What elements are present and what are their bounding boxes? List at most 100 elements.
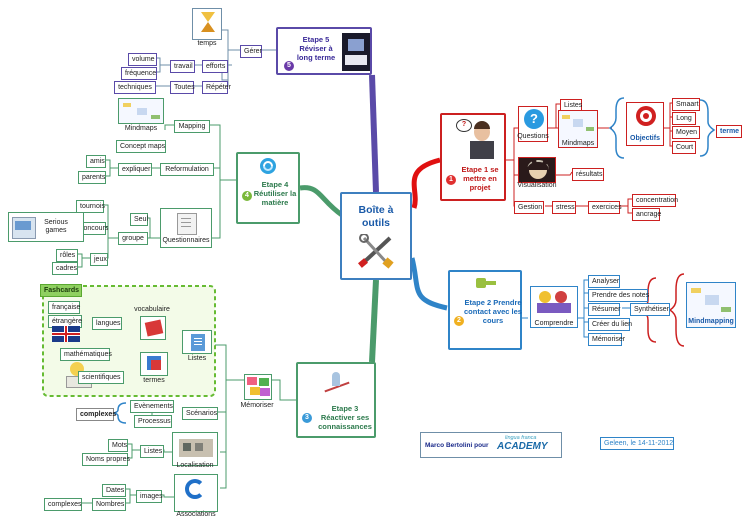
resultats-node[interactable]: résultats <box>572 168 604 181</box>
footer-credit: Marco Bertolini pour lingua franca ACADE… <box>420 432 562 458</box>
scientifiques-node[interactable]: scientifiques <box>78 371 124 384</box>
smaart-node[interactable]: Smaart <box>672 98 700 111</box>
court-node[interactable]: Court <box>672 141 696 154</box>
mathematiques-node[interactable]: mathématiques <box>60 348 112 361</box>
groupe-node[interactable]: groupe <box>118 232 148 245</box>
jeux-node[interactable]: jeux <box>90 253 108 266</box>
prendre-notes-node[interactable]: Prendre des notes <box>588 289 649 302</box>
dates-node[interactable]: Dates <box>102 484 126 497</box>
francaise-node[interactable]: française <box>48 301 80 314</box>
ancrage-node[interactable]: ancrage <box>632 208 661 221</box>
localisation-icon <box>172 432 218 466</box>
listes2-node[interactable]: Listes <box>140 445 164 458</box>
expliquer-node[interactable]: expliquer <box>118 163 152 176</box>
listes-label: Listes <box>187 355 207 362</box>
etape4-number-icon: 4 <box>242 191 252 201</box>
growth-chart-icon <box>322 368 352 396</box>
langues-node[interactable]: langues <box>92 317 122 330</box>
visualisation-icon <box>518 157 556 183</box>
visualisation-label: Visualisation <box>517 182 557 189</box>
logo-bottom-text: ACADEMY <box>497 441 548 452</box>
mindmaps-label-e1: Mindmaps <box>561 140 595 147</box>
parents-node[interactable]: parents <box>78 171 106 184</box>
terme-node[interactable]: terme <box>716 125 742 138</box>
mots-node[interactable]: Mots <box>108 439 128 452</box>
seul-node[interactable]: Seul <box>130 213 148 226</box>
etape5-number-icon: 5 <box>284 61 294 71</box>
analyser-node[interactable]: Analyser <box>588 275 620 288</box>
uk-flag-icon <box>52 326 80 342</box>
nombres-node[interactable]: Nombres <box>92 498 126 511</box>
scenarios-node[interactable]: Scénarios <box>182 407 218 420</box>
etape3-topic[interactable]: Etape 3 Réactiver ses connaissances 3 <box>296 362 376 438</box>
roles-node[interactable]: rôles <box>56 249 78 262</box>
tournois-node[interactable]: tournois <box>76 200 105 213</box>
evenements-node[interactable]: Evènements <box>130 400 174 413</box>
gestion-node[interactable]: Gestion <box>514 201 544 214</box>
serious-games-label: Serious games <box>44 219 68 234</box>
etape2-number-icon: 2 <box>454 316 464 326</box>
etape4-number: 4 <box>245 192 249 199</box>
repeter-node[interactable]: Répéter <box>202 81 231 94</box>
central-topic[interactable]: Boîte à outils <box>340 192 412 280</box>
student-writing-icon <box>342 33 370 71</box>
objectifs-label: Objectifs <box>630 135 660 142</box>
associations-label: Associations <box>176 511 216 518</box>
efforts-node[interactable]: efforts <box>202 60 228 73</box>
concept-maps-node[interactable]: Concept maps <box>116 140 166 153</box>
temps-label: temps <box>197 40 217 47</box>
exercices-node[interactable]: exercices <box>588 201 622 214</box>
logo-top-text: lingua franca <box>505 435 537 441</box>
mindmap-thumbnail-icon <box>118 98 164 124</box>
cadres-node[interactable]: cadres <box>52 262 78 275</box>
academy-logo: lingua franca ACADEMY <box>495 435 559 455</box>
memoriser-node[interactable]: Mémoriser <box>588 333 625 346</box>
toutes-node[interactable]: Toutes <box>170 81 195 94</box>
etape3-title: Etape 3 Réactiver ses connaissances <box>318 404 372 431</box>
mindmapping-icon <box>686 282 736 328</box>
mindmapping-label: Mindmapping <box>688 318 734 325</box>
long-node[interactable]: Long <box>672 112 696 125</box>
gerer-node[interactable]: Gérer <box>240 45 262 58</box>
mapping-node[interactable]: Mapping <box>174 120 210 133</box>
etape3-number-icon: 3 <box>302 413 312 423</box>
comprendre-icon <box>530 286 578 328</box>
complexes-node[interactable]: complexes <box>76 408 116 421</box>
frequence-node[interactable]: fréquence <box>121 67 157 80</box>
volume-node[interactable]: volume <box>128 53 157 66</box>
vocabulaire-icon <box>140 316 166 340</box>
etape5-topic[interactable]: Etape 5 Réviser à long terme 5 <box>276 27 372 75</box>
tools-icon <box>358 233 394 269</box>
creer-lien-node[interactable]: Créer du lien <box>588 318 632 331</box>
moyen-node[interactable]: Moyen <box>672 126 700 139</box>
processus-node[interactable]: Processus <box>134 415 172 428</box>
associations-icon <box>174 474 218 512</box>
complexes2-node[interactable]: complexes <box>44 498 82 511</box>
etape1-topic[interactable]: ? Etape 1 se mettre en projet 1 <box>440 113 506 201</box>
fashcards-label: Fashcards <box>40 284 82 297</box>
travail-node[interactable]: travail <box>170 60 195 73</box>
localisation-label: Localisation <box>176 462 214 469</box>
resumer-node[interactable]: Résumer <box>588 303 620 316</box>
hourglass-icon <box>192 8 222 40</box>
etape4-topic[interactable]: Etape 4 Réutiliser la matière 4 <box>236 152 300 224</box>
etape3-number: 3 <box>305 414 309 421</box>
key-icon <box>476 276 496 290</box>
etape1-title: Etape 1 se mettre en projet <box>461 165 499 192</box>
techniques-node[interactable]: techniques <box>114 81 156 94</box>
termes-label: termes <box>143 377 165 384</box>
etape2-topic[interactable]: Etape 2 Prendre contact avec les cours 2 <box>448 270 522 350</box>
amis-node[interactable]: amis <box>86 155 106 168</box>
concentration-node[interactable]: concentration <box>632 194 678 207</box>
serious-games-icon: Serious games <box>8 212 84 242</box>
questions-label: Questions <box>517 133 549 140</box>
reformulation-node[interactable]: Reformulation <box>160 163 214 176</box>
noms-propres-node[interactable]: Noms propres <box>82 453 130 466</box>
synthetiser-node[interactable]: Synthétiser <box>630 303 670 316</box>
central-topic-title: Boîte à outils <box>358 204 394 229</box>
place-date: Geleen, le 14-11-2012 <box>600 437 674 450</box>
listes-icon <box>182 330 212 354</box>
images-node[interactable]: images <box>136 490 163 503</box>
stress-node[interactable]: stress <box>552 201 576 214</box>
